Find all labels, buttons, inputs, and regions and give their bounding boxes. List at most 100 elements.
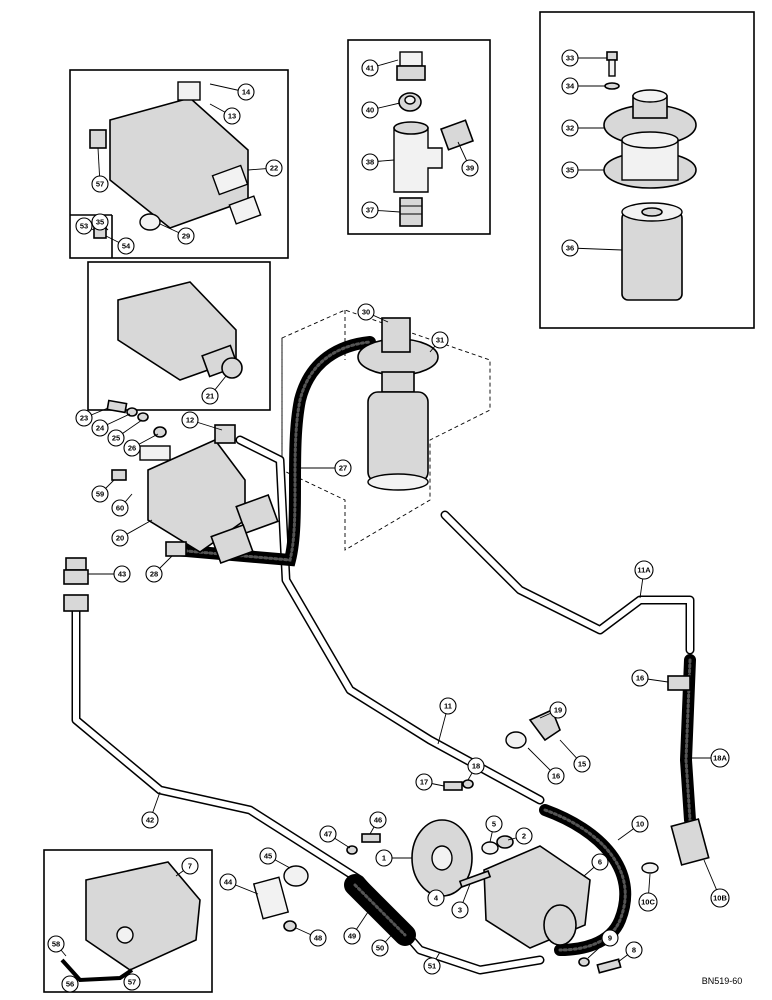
washer-18: [462, 779, 474, 789]
callout-circle: [265, 159, 283, 177]
callout-15: 15: [573, 755, 591, 773]
callout-label: 20: [116, 534, 124, 543]
callout-58: 58: [47, 935, 65, 953]
callout-circle: [357, 303, 375, 321]
callout-23: 23: [75, 409, 93, 427]
callout-label: 3: [458, 906, 462, 915]
callout-circle: [113, 565, 131, 583]
fitting-2: [496, 835, 514, 849]
callout-12: 12: [181, 411, 199, 429]
inset-box-tee-fittings: [347, 39, 491, 235]
callout-circle: [237, 83, 255, 101]
pump-6: [483, 845, 591, 949]
filter-assembly-31: [357, 317, 439, 491]
callout-26: 26: [123, 439, 141, 457]
callout-circle: [309, 929, 327, 947]
fitting-10B: [670, 818, 710, 866]
callout-label: 31: [436, 336, 444, 345]
callout-label: 42: [146, 816, 154, 825]
callout-label: 40: [366, 106, 374, 115]
bolt-8: [596, 958, 622, 974]
callout-2: 2: [515, 827, 533, 845]
callout-45: 45: [259, 847, 277, 865]
callout-circle: [259, 847, 277, 865]
callout-32: 32: [561, 119, 579, 137]
callout-label: 4: [434, 894, 439, 903]
callout-circle: [439, 697, 457, 715]
callout-4: 4: [427, 889, 445, 907]
callout-circle: [638, 892, 658, 912]
control-valve-20: [139, 424, 279, 564]
callout-label: 18: [472, 762, 480, 771]
callout-circle: [485, 815, 503, 833]
clamp-16: [667, 675, 691, 691]
pump-7: [85, 861, 201, 971]
bolt-59: [111, 469, 127, 481]
callout-16: 16: [547, 767, 565, 785]
hose-18A: [679, 654, 696, 826]
callout-label: 37: [366, 206, 374, 215]
callout-circle: [47, 935, 65, 953]
callout-44: 44: [219, 873, 237, 891]
callout-circle: [201, 387, 219, 405]
callout-label: 60: [116, 504, 124, 513]
valve-body-22: [109, 81, 262, 229]
callout-label: 51: [428, 962, 436, 971]
callout-label: 10C: [641, 898, 655, 907]
tube-11A: [440, 510, 695, 655]
callout-35: 35: [561, 161, 579, 179]
callout-circle: [369, 811, 387, 829]
callout-circle: [111, 529, 129, 547]
callout-5: 5: [485, 815, 503, 833]
callout-label: 54: [122, 242, 131, 251]
callout-27: 27: [334, 459, 352, 477]
callout-circle: [573, 755, 591, 773]
callout-circle: [107, 429, 125, 447]
callout-circle: [591, 853, 609, 871]
bolt-23: [106, 399, 128, 414]
callout-circle: [371, 939, 389, 957]
o-ring-10C: [641, 862, 659, 874]
callout-circle: [219, 873, 237, 891]
fitting-41: [396, 51, 426, 81]
fitting-43: [63, 557, 89, 585]
callout-36: 36: [561, 239, 579, 257]
leader-36: [569, 247, 623, 251]
callout-circle: [319, 825, 337, 843]
callout-label: 24: [96, 424, 105, 433]
callout-39: 39: [461, 159, 479, 177]
callout-21: 21: [201, 387, 219, 405]
callout-16: 16: [631, 669, 649, 687]
callout-label: 30: [362, 308, 370, 317]
callout-circle: [91, 419, 109, 437]
clamp-19: [505, 708, 561, 749]
callout-circle: [631, 815, 649, 833]
callout-17: 17: [415, 773, 433, 791]
callout-circle: [75, 217, 93, 235]
callout-10B: 10B: [710, 888, 730, 908]
callout-18A: 18A: [710, 748, 730, 768]
hose-27: [169, 336, 376, 567]
callout-label: 47: [324, 830, 332, 839]
callout-31: 31: [431, 331, 449, 349]
callout-label: 41: [366, 64, 374, 73]
callout-57: 57: [91, 175, 109, 193]
callout-circle: [334, 459, 352, 477]
callout-57: 57: [123, 973, 141, 991]
bracket-44: [252, 876, 290, 920]
callout-circle: [91, 485, 109, 503]
callout-circle: [375, 849, 393, 867]
callout-label: 11A: [637, 566, 651, 575]
washer-25: [137, 412, 149, 422]
callout-label: 22: [270, 164, 278, 173]
callout-29: 29: [177, 227, 195, 245]
bolt-33: [606, 51, 618, 77]
tube-11: [235, 435, 545, 805]
callout-circle: [361, 59, 379, 77]
callout-label: 48: [314, 934, 322, 943]
callout-47: 47: [319, 825, 337, 843]
tube-42: [71, 605, 545, 975]
callout-circle: [177, 227, 195, 245]
bolt-46: [361, 833, 381, 843]
